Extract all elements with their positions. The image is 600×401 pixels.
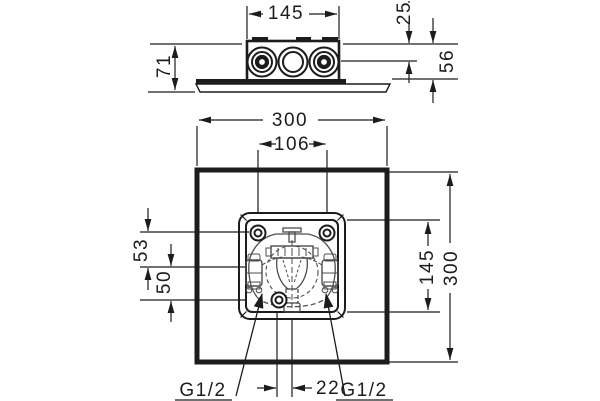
leader-line-right [323,292,346,397]
corner-tick [240,214,247,221]
housing-flange [196,79,346,84]
valve-body-outline [248,233,336,298]
corner-tick [240,311,247,318]
dim-label-outer-height: 300 [441,250,462,286]
dimension-body-height [347,219,440,313]
side-view [148,1,458,103]
label-connection-left: G1/2 [179,380,226,401]
connection-ports-side [246,46,340,78]
dim-label-lower-offset: 50 [154,270,175,294]
connection-leaders [175,292,393,401]
dim-label-screw-spacing: 106 [274,134,310,155]
mounting-tab [296,37,311,42]
port-circle-right [308,46,340,78]
dimension-outer-height [389,171,458,363]
screw-hole-bottom [270,291,288,309]
mounting-tab [252,37,268,42]
mounting-tab [322,37,338,42]
label-connection-right: G1/2 [340,380,387,401]
screw-holes [249,224,336,309]
dimension-outer-width [196,116,388,166]
screw-hole-top-right [318,224,336,242]
port-circle-middle [277,46,309,78]
corner-tick [337,311,344,318]
dimension-side-width [246,6,340,39]
dim-label-connection-depth: 56 [437,49,458,73]
dim-label-side-width: 145 [268,3,304,24]
dim-label-top-offset: 25 [394,1,415,25]
port-circle-left [246,46,278,78]
front-view [140,116,458,401]
side-port-left [245,253,263,294]
dim-label-outlet-offset: 22 [316,378,340,399]
side-port-right [321,253,339,294]
reference-lines-side-right [341,43,458,80]
dim-label-side-height: 71 [154,54,175,78]
dimension-lower-offset [140,244,247,322]
dimension-upper-offset [140,208,249,290]
housing-body-front [238,212,346,320]
dim-label-outer-width: 300 [272,110,308,131]
dimension-outlet-offset [257,311,312,397]
bottom-outlet [283,302,301,313]
dim-label-body-height: 145 [417,249,438,285]
screw-hole-top-left [249,224,267,242]
dimension-side-height [148,43,242,93]
valve-mechanism [245,227,339,313]
shower-plate-side [194,83,392,93]
dim-label-upper-offset: 53 [131,238,152,262]
leader-line-left [235,292,264,397]
corner-tick [337,214,344,221]
